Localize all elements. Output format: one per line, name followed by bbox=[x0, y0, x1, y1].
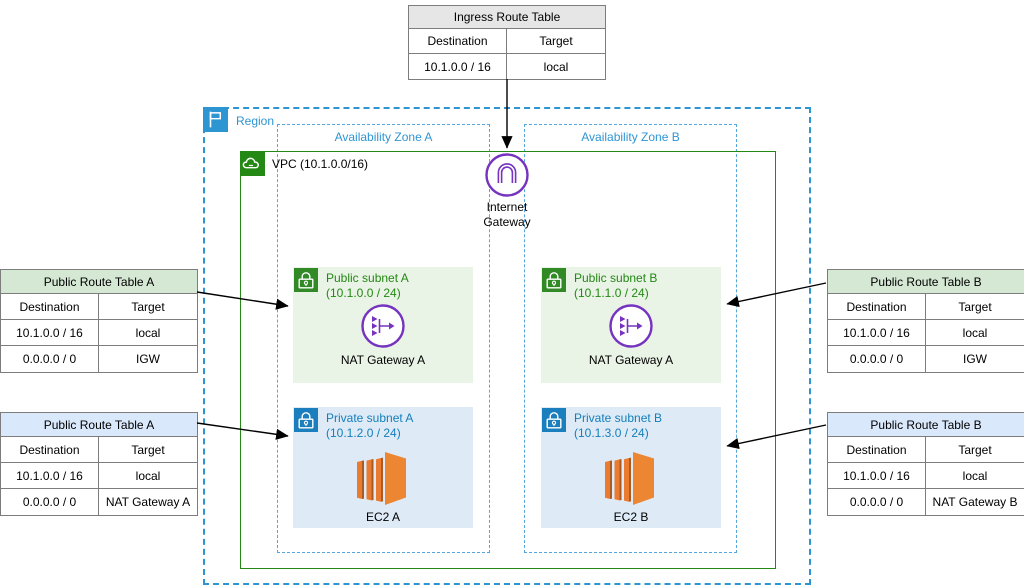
route-target: local bbox=[926, 463, 1024, 489]
column-header: Target bbox=[99, 437, 197, 463]
column-header: Target bbox=[507, 29, 605, 54]
route-destination: 10.1.0.0 / 16 bbox=[409, 54, 507, 79]
public-subnet-lock-icon bbox=[294, 268, 318, 292]
public-subnet-b-label: Public subnet B (10.1.1.0 / 24) bbox=[574, 271, 657, 301]
column-header: Destination bbox=[828, 294, 926, 320]
ec2-a-label: EC2 A bbox=[365, 510, 401, 524]
route-target: NAT Gateway B bbox=[932, 495, 1018, 509]
vpc-label: VPC (10.1.0.0/16) bbox=[272, 157, 369, 171]
public-subnet-lock-icon bbox=[542, 268, 566, 292]
public-route-table-b: Public Route Table B Destination Target … bbox=[827, 269, 1024, 373]
internet-gateway-icon bbox=[484, 152, 530, 198]
table-title: Ingress Route Table bbox=[409, 6, 605, 29]
availability-zone-a: Availability Zone A bbox=[277, 124, 490, 553]
route-destination: 0.0.0.0 / 0 bbox=[828, 489, 926, 515]
route-destination: 10.1.0.0 / 16 bbox=[1, 463, 99, 489]
private-subnet-lock-icon bbox=[542, 408, 566, 432]
availability-zone-a-label: Availability Zone A bbox=[334, 130, 433, 144]
column-header: Target bbox=[926, 437, 1024, 463]
internet-gateway-label: Internet Gateway bbox=[483, 200, 531, 229]
subnet-name: Public subnet A bbox=[326, 271, 409, 285]
ingress-route-table: Ingress Route Table Destination Target 1… bbox=[408, 5, 606, 80]
subnet-name: Private subnet B bbox=[574, 411, 663, 425]
subnet-cidr: (10.1.0.0 / 24) bbox=[326, 286, 401, 300]
region-label: Region bbox=[236, 114, 275, 128]
column-header: Destination bbox=[1, 294, 99, 320]
private-route-table-b: Public Route Table B Destination Target … bbox=[827, 412, 1024, 516]
subnet-name: Private subnet A bbox=[326, 411, 414, 425]
private-route-table-a: Public Route Table A Destination Target … bbox=[0, 412, 198, 516]
private-subnet-lock-icon bbox=[294, 408, 318, 432]
public-subnet-b: Public subnet B (10.1.1.0 / 24) NAT Gate… bbox=[541, 267, 721, 383]
column-header: Destination bbox=[1, 437, 99, 463]
vpc-boundary: VPC (10.1.0.0/16) bbox=[240, 151, 776, 569]
availability-zone-b-label: Availability Zone B bbox=[581, 130, 680, 144]
region-flag-icon bbox=[203, 107, 228, 132]
route-destination: 0.0.0.0 / 0 bbox=[828, 346, 926, 372]
public-subnet-a-label: Public subnet A (10.1.0.0 / 24) bbox=[326, 271, 409, 301]
table-title: Public Route Table B bbox=[828, 270, 1024, 294]
ec2-instance-icon bbox=[605, 450, 655, 507]
route-target: local bbox=[99, 320, 197, 346]
private-subnet-a: Private subnet A (10.1.2.0 / 24) EC2 A bbox=[293, 407, 473, 528]
route-destination: 0.0.0.0 / 0 bbox=[1, 346, 99, 372]
subnet-name: Public subnet B bbox=[574, 271, 658, 285]
subnet-cidr: (10.1.3.0 / 24) bbox=[574, 426, 649, 440]
column-header: Target bbox=[99, 294, 197, 320]
availability-zone-b: Availability Zone B bbox=[524, 124, 737, 553]
nat-gateway-icon bbox=[360, 303, 406, 349]
route-target: local bbox=[543, 59, 569, 74]
private-subnet-a-label: Private subnet A (10.1.2.0 / 24) bbox=[326, 411, 413, 441]
table-title: Public Route Table B bbox=[828, 413, 1024, 437]
table-title: Public Route Table A bbox=[1, 413, 197, 437]
nat-gateway-a-label: NAT Gateway A bbox=[340, 353, 426, 367]
vpc-cloud-icon bbox=[240, 151, 265, 176]
public-route-table-a: Public Route Table A Destination Target … bbox=[0, 269, 198, 373]
ec2-instance-icon bbox=[357, 450, 407, 507]
column-header: Target bbox=[926, 294, 1024, 320]
table-title: Public Route Table A bbox=[1, 270, 197, 294]
route-destination: 10.1.0.0 / 16 bbox=[828, 463, 926, 489]
route-target: local bbox=[926, 320, 1024, 346]
route-target: NAT Gateway A bbox=[105, 495, 191, 509]
route-target: IGW bbox=[963, 352, 987, 366]
route-target: local bbox=[99, 463, 197, 489]
ec2-b-label: EC2 B bbox=[613, 510, 649, 524]
route-destination: 10.1.0.0 / 16 bbox=[1, 320, 99, 346]
public-subnet-a: Public subnet A (10.1.0.0 / 24) NAT Gate… bbox=[293, 267, 473, 383]
private-subnet-b-label: Private subnet B (10.1.3.0 / 24) bbox=[574, 411, 662, 441]
private-subnet-b: Private subnet B (10.1.3.0 / 24) EC2 B bbox=[541, 407, 721, 528]
subnet-cidr: (10.1.1.0 / 24) bbox=[574, 286, 649, 300]
route-target: IGW bbox=[136, 352, 160, 366]
column-header: Destination bbox=[828, 437, 926, 463]
nat-gateway-icon bbox=[608, 303, 654, 349]
route-destination: 10.1.0.0 / 16 bbox=[828, 320, 926, 346]
column-header: Destination bbox=[409, 29, 507, 54]
subnet-cidr: (10.1.2.0 / 24) bbox=[326, 426, 401, 440]
nat-gateway-b-label: NAT Gateway A bbox=[588, 353, 674, 367]
route-destination: 0.0.0.0 / 0 bbox=[1, 489, 99, 515]
